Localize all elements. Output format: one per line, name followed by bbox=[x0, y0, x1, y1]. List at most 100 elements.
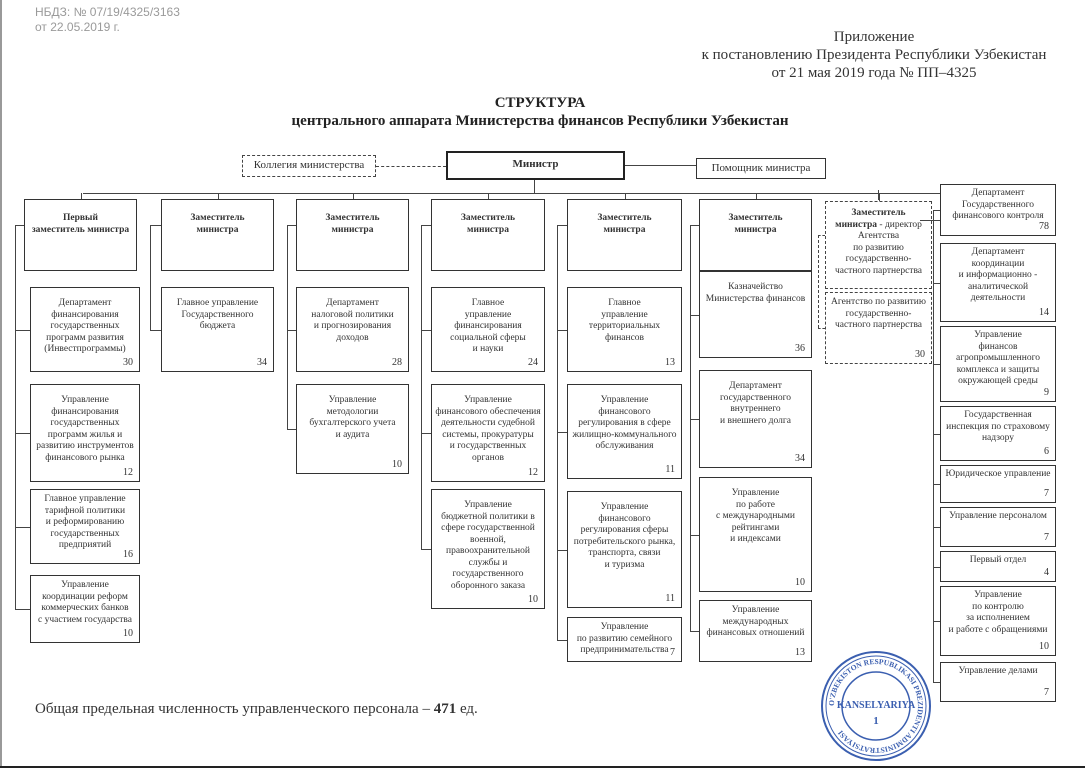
deputy-title: Заместитель министра bbox=[597, 213, 652, 235]
unit-branch-line bbox=[15, 527, 30, 528]
unit-name: Департамент Государственного финансового… bbox=[952, 188, 1044, 221]
direct-unit-box: Юридическое управление 7 bbox=[940, 465, 1056, 503]
page-bottom-edge bbox=[0, 766, 1085, 768]
direct-unit-box: Управление финансов агропромышленного ко… bbox=[940, 326, 1056, 402]
unit-name: Департамент координации и информационно … bbox=[958, 247, 1038, 303]
seal-inner-ring bbox=[841, 671, 911, 741]
minister-trunk bbox=[534, 180, 535, 193]
total-staff-note: Общая предельная численность управленчес… bbox=[35, 701, 478, 718]
deputy-spine-tick bbox=[150, 225, 161, 226]
deputy-head-box: Заместитель министра bbox=[567, 199, 682, 271]
unit-staff-count: 10 bbox=[795, 576, 805, 588]
deputy-spine-line bbox=[421, 225, 422, 549]
deputy-spine-line bbox=[690, 225, 691, 631]
unit-name: Департамент государственного внутреннего… bbox=[719, 381, 792, 426]
direct-unit-branch bbox=[933, 527, 940, 528]
direct-unit-box: Управление по контролю за исполнением и … bbox=[940, 586, 1056, 656]
appendix-header: Приложение к постановлению Президента Ре… bbox=[640, 28, 1085, 82]
unit-name: Управление финансового регулирования в с… bbox=[572, 395, 677, 451]
unit-name: Управление финансов агропромышленного ко… bbox=[955, 330, 1040, 386]
unit-staff-count: 7 bbox=[1044, 487, 1049, 499]
unit-staff-count: 16 bbox=[123, 548, 133, 560]
unit-branch-line bbox=[557, 640, 567, 641]
unit-name: Управление финансирования государственны… bbox=[36, 395, 134, 463]
direct-unit-branch bbox=[933, 283, 940, 284]
unit-name: Главное управление Государственного бюдж… bbox=[176, 298, 259, 331]
deputy-spine-tick bbox=[690, 225, 699, 226]
deputy-head-box: Заместитель министра bbox=[161, 199, 274, 271]
appendix-line-1: Приложение bbox=[833, 29, 915, 45]
unit-staff-count: 4 bbox=[1044, 566, 1049, 578]
seal-number: 1 bbox=[873, 715, 879, 727]
unit-name: Главное управление финансирования социал… bbox=[450, 298, 526, 354]
unit-staff-count: 10 bbox=[123, 627, 133, 639]
unit-staff-count: 24 bbox=[528, 356, 538, 368]
unit-branch-line bbox=[557, 432, 567, 433]
unit-staff-count: 13 bbox=[665, 356, 675, 368]
assistant-connector bbox=[625, 165, 696, 166]
unit-branch-line bbox=[421, 549, 431, 550]
direct-unit-branch bbox=[933, 434, 940, 435]
agency-drop-line bbox=[878, 190, 879, 200]
unit-box: Управление по работе с международными ре… bbox=[699, 477, 812, 592]
unit-staff-count: 12 bbox=[123, 466, 133, 478]
unit-box: Управление международных финансовых отно… bbox=[699, 600, 812, 662]
unit-name: Первый отдел bbox=[969, 555, 1027, 565]
title-main: СТРУКТУРА bbox=[494, 95, 586, 111]
appendix-line-3: от 21 мая 2019 года № ПП–4325 bbox=[771, 65, 977, 81]
unit-box: Главное управление Государственного бюдж… bbox=[161, 287, 274, 372]
unit-staff-count: 13 bbox=[795, 646, 805, 658]
unit-box: Управление финансирования государственны… bbox=[30, 384, 140, 482]
unit-branch-line bbox=[690, 535, 699, 536]
unit-box: Департамент налоговой политики и прогноз… bbox=[296, 287, 409, 372]
unit-name: Управление финансового регулирования сфе… bbox=[573, 502, 676, 570]
unit-name: Агентство по развитию государственно- ча… bbox=[831, 297, 926, 330]
unit-staff-count: 6 bbox=[1044, 445, 1049, 457]
unit-box: Департамент финансирования государственн… bbox=[30, 287, 140, 372]
deputy-head-box: Заместитель министра - директор Агентств… bbox=[825, 201, 932, 289]
deputy-title: Заместитель министра bbox=[325, 213, 380, 235]
direct-unit-branch bbox=[933, 567, 940, 568]
deputy-drop-line bbox=[218, 193, 219, 199]
direct-link-from-agency bbox=[920, 220, 933, 221]
unit-staff-count: 7 bbox=[1044, 531, 1049, 543]
agency-spine-tick bbox=[818, 235, 825, 236]
deputies-bus bbox=[83, 193, 958, 194]
direct-unit-box: Государственная инспекция по страховому … bbox=[940, 406, 1056, 461]
title-subtitle: центрального аппарата Министерства финан… bbox=[291, 113, 789, 129]
unit-name: Управление методологии бухгалтерского уч… bbox=[309, 395, 396, 440]
page-left-edge bbox=[0, 0, 2, 768]
direct-unit-branch bbox=[933, 621, 940, 622]
unit-staff-count: 34 bbox=[257, 356, 267, 368]
unit-box: Управление координации реформ коммерческ… bbox=[30, 575, 140, 643]
official-seal: O'ZBEKISTON RESPUBLIKASI PREZIDENTI ADMI… bbox=[821, 651, 931, 761]
assistant-box: Помощник министра bbox=[696, 158, 826, 179]
unit-box: Департамент государственного внутреннего… bbox=[699, 370, 812, 468]
total-staff-suffix: ед. bbox=[456, 701, 478, 717]
unit-staff-count: 12 bbox=[528, 466, 538, 478]
unit-branch-line bbox=[287, 429, 296, 430]
unit-staff-count: 34 bbox=[795, 452, 805, 464]
unit-branch-line bbox=[150, 330, 161, 331]
unit-staff-count: 14 bbox=[1039, 306, 1049, 318]
unit-staff-count: 7 bbox=[670, 646, 675, 658]
unit-box: Управление финансового обеспечения деяте… bbox=[431, 384, 545, 482]
minister-box: Министр bbox=[446, 151, 625, 180]
unit-name: Управление по контролю за исполнением и … bbox=[948, 590, 1048, 635]
deputy-drop-line bbox=[625, 193, 626, 199]
unit-staff-count: 11 bbox=[665, 463, 675, 475]
unit-branch-line bbox=[557, 330, 567, 331]
unit-box: Управление по развитию семейного предпри… bbox=[567, 617, 682, 662]
unit-branch-line bbox=[15, 433, 30, 434]
unit-staff-count: 10 bbox=[528, 593, 538, 605]
document-title: СТРУКТУРА центрального аппарата Министер… bbox=[230, 94, 850, 130]
direct-unit-branch bbox=[933, 210, 940, 211]
unit-name: Управление финансового обеспечения деяте… bbox=[435, 395, 541, 463]
unit-name: Юридическое управление bbox=[945, 469, 1051, 479]
deputy-spine-tick bbox=[287, 225, 296, 226]
unit-staff-count: 10 bbox=[392, 458, 402, 470]
seal-outer-ring-inner bbox=[825, 655, 927, 757]
